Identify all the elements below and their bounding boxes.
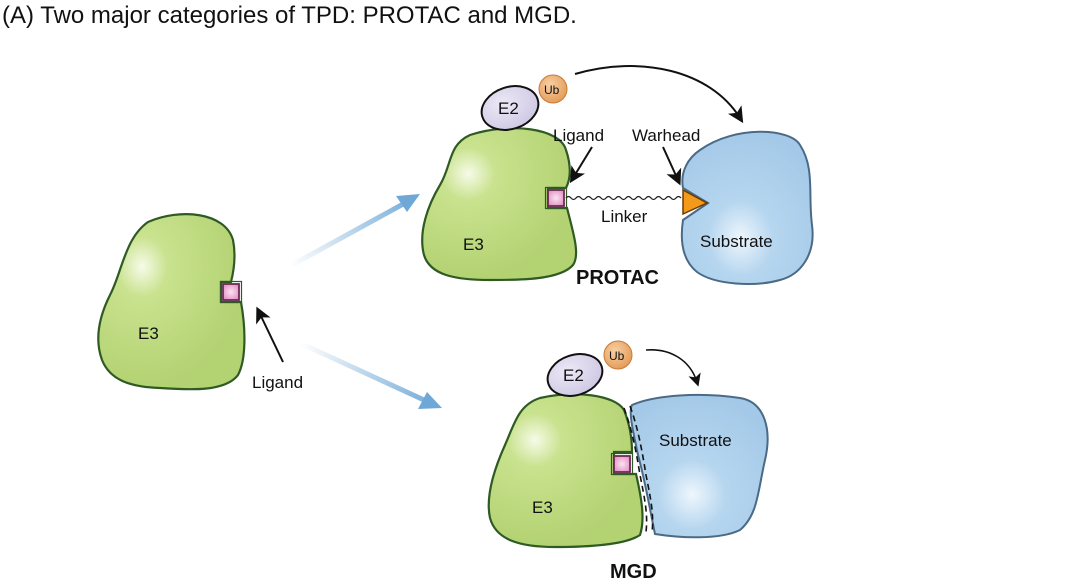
flow-arrow-to-protac bbox=[290, 194, 420, 268]
mgd-substrate-shape bbox=[629, 393, 769, 539]
mgd-e3-label: E3 bbox=[532, 498, 553, 517]
protac-e2-label: E2 bbox=[498, 99, 519, 118]
protac-substrate-shape bbox=[680, 130, 814, 285]
mgd-e2-label: E2 bbox=[563, 366, 584, 385]
e3-label: E3 bbox=[138, 324, 159, 343]
ligand-pointer-arrow bbox=[256, 306, 284, 363]
ligand-square-icon bbox=[222, 283, 240, 301]
mgd-title: MGD bbox=[610, 561, 657, 583]
mgd-ub-label: Ub bbox=[609, 349, 625, 363]
protac-title: PROTAC bbox=[576, 267, 659, 289]
linker-label: Linker bbox=[601, 207, 648, 226]
protac-e2-ellipse bbox=[480, 85, 540, 131]
protac-e3-shape bbox=[421, 127, 578, 282]
ligand-label: Ligand bbox=[252, 373, 303, 392]
linker-wavy-line bbox=[565, 195, 682, 201]
protac-ub-label: Ub bbox=[544, 83, 560, 97]
protac-e3-label: E3 bbox=[463, 235, 484, 254]
mgd-substrate-label: Substrate bbox=[659, 431, 732, 450]
protac-ligand-square-icon bbox=[547, 189, 565, 207]
ub-transfer-arrow bbox=[574, 65, 744, 124]
protac-ligand-label: Ligand bbox=[553, 126, 604, 145]
mgd-e2-ellipse bbox=[546, 353, 604, 397]
mgd-group: Substrate E2 Ub E3 MGD bbox=[487, 340, 769, 583]
warhead-triangle-icon bbox=[682, 188, 709, 216]
protac-substrate-label: Substrate bbox=[700, 232, 773, 251]
mgd-ub-circle bbox=[603, 340, 633, 370]
warhead-label: Warhead bbox=[632, 126, 700, 145]
mgd-molecular-glue-square-icon bbox=[613, 455, 631, 473]
protac-ligand-pointer-arrow bbox=[569, 146, 593, 184]
protac-group: E2 Ub Substrate Linker Ligand Warhead PR… bbox=[421, 65, 814, 289]
left-e3-group: E3 Ligand bbox=[97, 213, 303, 392]
figure-title: (A) Two major categories of TPD: PROTAC … bbox=[2, 2, 577, 29]
mgd-interface-dashed-line bbox=[623, 407, 648, 533]
flow-arrow-to-mgd bbox=[298, 340, 442, 409]
e3-ligase-shape bbox=[97, 213, 246, 391]
mgd-ub-transfer-arrow bbox=[645, 349, 701, 387]
warhead-pointer-arrow bbox=[662, 146, 682, 186]
protac-ub-circle bbox=[538, 74, 568, 104]
